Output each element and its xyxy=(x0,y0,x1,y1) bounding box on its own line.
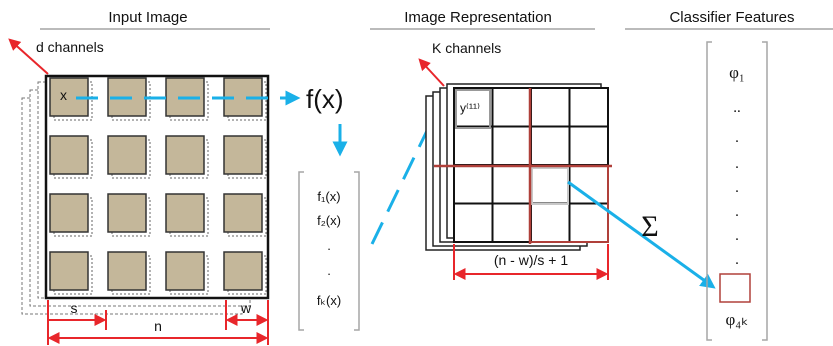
input-image: d channels x s w n xyxy=(8,38,270,345)
w-label: w xyxy=(240,300,252,316)
highlighted-cell xyxy=(531,167,569,205)
feature-f2: f₂(x) xyxy=(317,213,341,228)
classifier-bracket-right xyxy=(762,41,768,341)
section-titles: Input Image Image Representation Classif… xyxy=(40,9,833,30)
sum-arrow xyxy=(567,180,716,289)
input-patch xyxy=(165,193,205,233)
feature-vector-bracket-left xyxy=(298,171,304,331)
s-label: s xyxy=(71,300,78,316)
title-input-image: Input Image xyxy=(108,9,187,26)
input-patch xyxy=(165,251,205,291)
y11-cell xyxy=(455,89,491,129)
input-patch xyxy=(107,251,147,291)
phi-dots-3: . xyxy=(735,156,739,172)
classifier-features: φ₁ .. . . . . . . φ₄ₖ xyxy=(706,41,768,341)
phi-dots-2: . xyxy=(735,130,739,146)
n-label: n xyxy=(154,318,162,334)
x-label: x xyxy=(60,87,67,103)
feature-dot-1: . xyxy=(327,238,331,253)
input-patch xyxy=(107,193,147,233)
d-channels-label: d channels xyxy=(36,39,104,55)
feature-transform: f(x) f₁(x) f₂(x) . . fₖ(x) xyxy=(298,84,360,331)
fx-label: f(x) xyxy=(306,84,344,114)
feature-fk: fₖ(x) xyxy=(317,293,341,308)
title-classifier-features: Classifier Features xyxy=(669,9,794,26)
input-patch xyxy=(107,135,147,175)
phi-last: φ₄ₖ xyxy=(726,310,749,329)
phi-highlight-box xyxy=(719,273,751,303)
input-patch xyxy=(165,135,205,175)
feature-dot-2: . xyxy=(327,263,331,278)
title-image-representation: Image Representation xyxy=(404,9,552,26)
input-patches xyxy=(49,77,267,295)
phi-dots-5: . xyxy=(735,204,739,220)
phi-first: φ₁ xyxy=(729,63,745,82)
k-channels-axis xyxy=(418,58,445,87)
input-patch xyxy=(223,135,263,175)
size-label: (n - w)/s + 1 xyxy=(494,252,569,268)
sum-pooling: Σ xyxy=(567,180,716,289)
phi-dots-1: .. xyxy=(733,100,741,116)
phi-dots-6: . xyxy=(735,228,739,244)
pool-region-bottom-right xyxy=(529,165,609,243)
d-channels-axis xyxy=(8,38,49,75)
input-patch xyxy=(49,135,89,175)
feature-f1: f₁(x) xyxy=(317,189,340,204)
feature-vector-bracket-right xyxy=(354,171,360,331)
input-patch xyxy=(223,193,263,233)
phi-dots-4: . xyxy=(735,180,739,196)
input-patch xyxy=(49,251,89,291)
input-patch xyxy=(49,193,89,233)
input-patch xyxy=(223,251,263,291)
phi-dots-7: . xyxy=(735,252,739,268)
sum-symbol: Σ xyxy=(641,210,658,243)
y11-label: y⁽¹¹⁾ xyxy=(460,101,480,115)
image-representation: K channels y⁽¹¹⁾ (n - w)/s + 1 xyxy=(418,40,612,280)
classifier-bracket-left xyxy=(706,41,712,341)
k-channels-label: K channels xyxy=(432,40,501,56)
